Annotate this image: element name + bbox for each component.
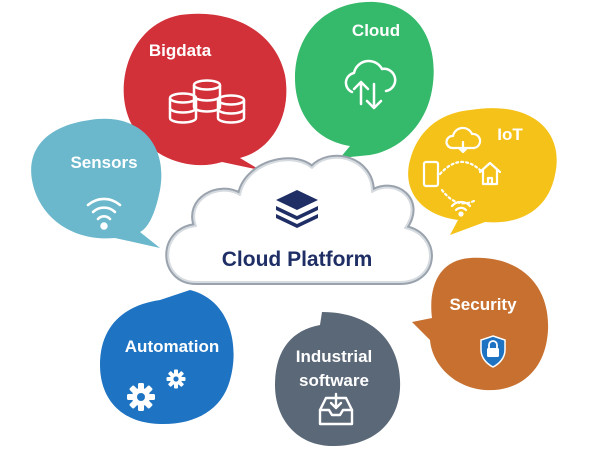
lock-shield-icon — [480, 335, 506, 368]
bubble-iot: IoT — [408, 108, 557, 235]
bubble-industrial: Industrial software — [275, 312, 401, 447]
bubble-automation-shape — [100, 290, 234, 425]
bubble-industrial-shape — [275, 312, 401, 447]
bubble-security: Security — [412, 257, 549, 391]
bubble-automation: Automation — [100, 290, 234, 425]
iot-devices-icon — [422, 126, 502, 217]
wifi-icon — [86, 197, 122, 230]
bubble-bigdata-label: Bigdata — [149, 41, 212, 60]
bubble-automation-label: Automation — [125, 337, 219, 356]
bubble-sensors-label: Sensors — [70, 153, 137, 172]
bubble-cloud-shape — [295, 1, 434, 158]
database-stack-icon — [168, 79, 246, 124]
bubble-bigdata-shape — [123, 13, 287, 170]
center-cloud: Cloud Platform — [165, 154, 433, 285]
bubble-industrial-label-line2: software — [299, 371, 369, 390]
inbox-download-icon — [318, 392, 354, 426]
center-cloud-label: Cloud Platform — [222, 248, 373, 271]
bubble-industrial-label-line1: Industrial — [296, 347, 373, 366]
bubble-sensors: Sensors — [31, 118, 162, 248]
layers-icon — [276, 190, 318, 228]
bubble-bigdata: Bigdata — [123, 13, 287, 170]
bubble-cloud-label: Cloud — [352, 21, 400, 40]
bubble-iot-label: IoT — [497, 125, 523, 144]
bubble-sensors-shape — [31, 118, 162, 248]
bubble-security-shape — [412, 257, 549, 391]
bubble-cloud: Cloud — [295, 1, 434, 158]
gears-icon — [127, 369, 186, 411]
center-cloud-inner-outline — [167, 156, 431, 283]
bubble-security-label: Security — [449, 295, 517, 314]
cloud-sync-icon — [344, 59, 397, 110]
